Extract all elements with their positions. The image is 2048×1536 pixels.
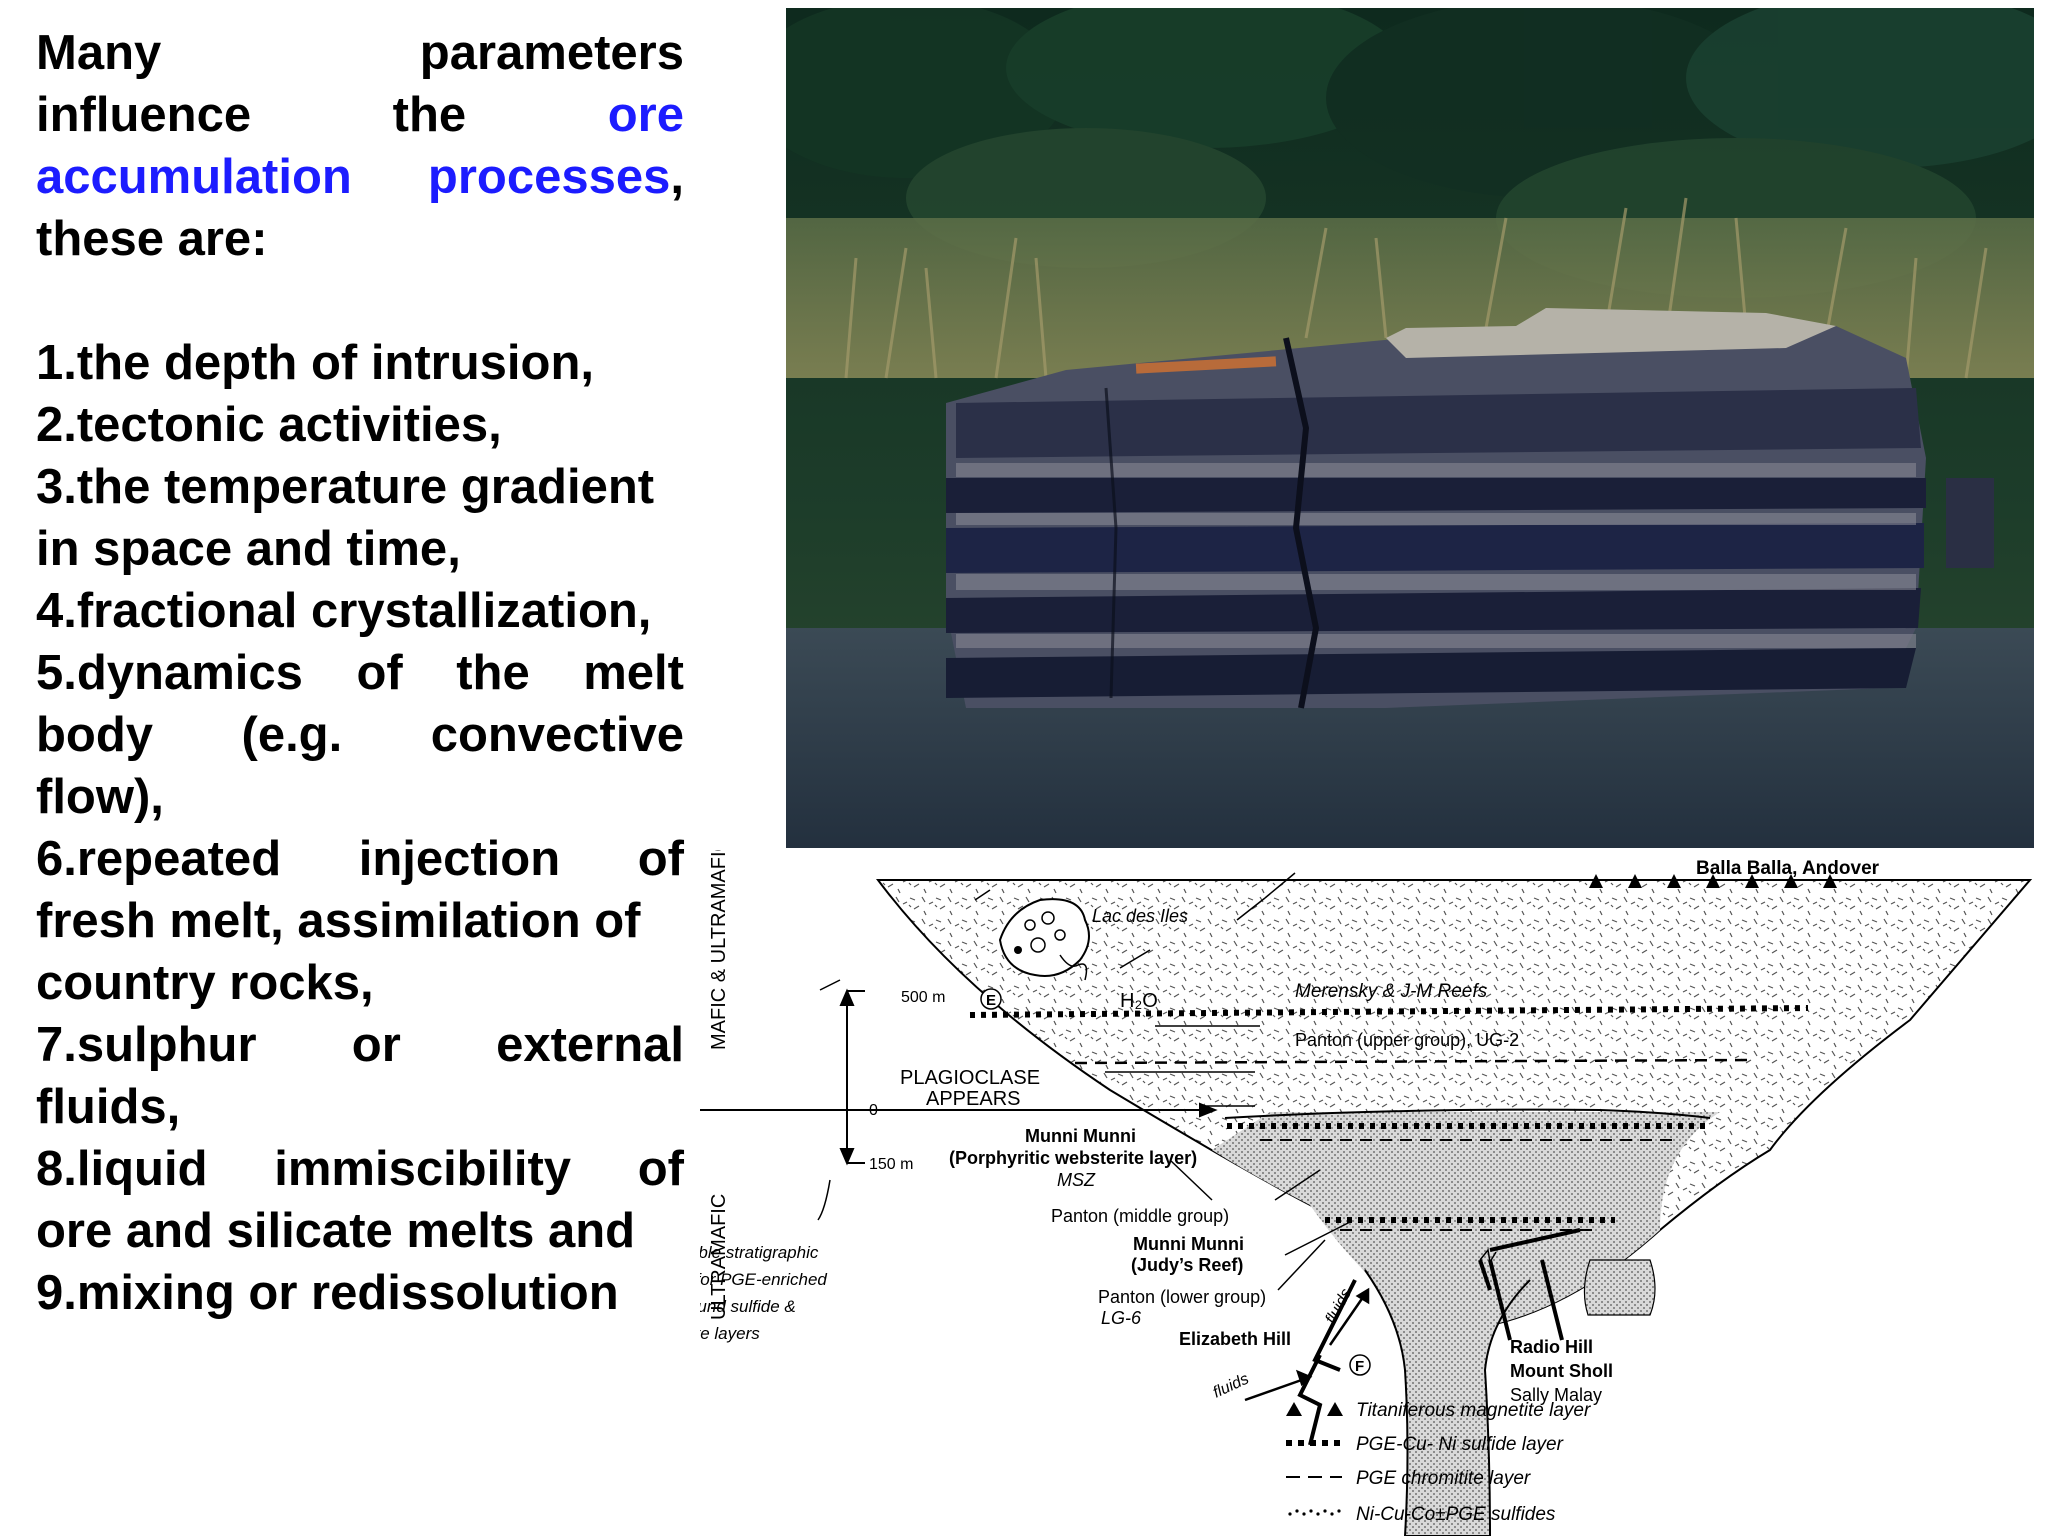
list-item: in space and time, bbox=[36, 522, 461, 576]
label-balla: Balla Balla, Andover bbox=[1696, 858, 1880, 879]
label-depth-150: 150 m bbox=[869, 1156, 913, 1173]
list-item: flow), bbox=[36, 770, 164, 824]
list-item: 6.repeated injection of bbox=[36, 828, 684, 890]
label-radio-hill: Radio Hill bbox=[1510, 1337, 1593, 1357]
highlight-word: ore bbox=[607, 88, 684, 142]
rock-bands bbox=[946, 388, 1926, 698]
list-item: 8.liquid immiscibility of bbox=[36, 1138, 684, 1200]
text-word: 7.sulphur bbox=[36, 1018, 257, 1072]
reef-lines bbox=[969, 1005, 1809, 1231]
text-word: Many bbox=[36, 26, 162, 80]
text-word: influence bbox=[36, 88, 252, 142]
layered-rock-photo bbox=[786, 8, 2034, 848]
leaders bbox=[819, 872, 1351, 1291]
fluid-arrows bbox=[1244, 1287, 1370, 1402]
label-favourable-3: stratabound sulfide & bbox=[700, 1297, 796, 1316]
label-lac-des-iles: Lac des Iles bbox=[1092, 906, 1188, 926]
label-mount-sholl: Mount Sholl bbox=[1510, 1361, 1613, 1381]
intro-line: these are: bbox=[36, 212, 268, 266]
list-item: 7.sulphur or external bbox=[36, 1014, 684, 1076]
label-sally-malay: Sally Malay bbox=[1510, 1385, 1602, 1405]
intrusion-cross-section: Balla Balla, Andover Lac des Iles H₂O Me… bbox=[700, 858, 2033, 1536]
list-item: 2.tectonic activities, bbox=[36, 398, 502, 452]
label-ultramafic: ULTRAMAFIC bbox=[708, 1194, 730, 1320]
text-word: external bbox=[496, 1018, 684, 1072]
circled-markers: E F bbox=[980, 988, 1371, 1376]
diagram-legend: Titaniferous magnetite layer PGE-Cu- Ni … bbox=[1286, 1400, 1591, 1525]
text-word: immiscibility bbox=[274, 1142, 572, 1196]
text-word: 8.liquid bbox=[36, 1142, 208, 1196]
legend-sulfide: PGE-Cu- Ni sulfide layer bbox=[1356, 1434, 1564, 1455]
highlight-word: processes bbox=[427, 150, 671, 204]
legend-chromitite: PGE chromitite layer bbox=[1356, 1468, 1531, 1489]
list-item: fluids, bbox=[36, 1080, 181, 1134]
label-favourable-2: interval for PGE-enriched bbox=[700, 1270, 827, 1289]
label-munni-2a: Munni Munni bbox=[1133, 1234, 1244, 1254]
depth-axis bbox=[700, 988, 1218, 1166]
list-item: fresh melt, assimilation of bbox=[36, 894, 641, 948]
label-lg6: LG-6 bbox=[1101, 1308, 1142, 1328]
label-depth-0: 0 bbox=[869, 1102, 878, 1119]
label-mafic-ultramafic-1: MAFIC & ULTRAMAFIC bbox=[708, 850, 730, 1050]
label-plagioclase-2: APPEARS bbox=[926, 1088, 1020, 1110]
lac-des-iles-body bbox=[998, 898, 1090, 981]
intro-line: accumulation processes, bbox=[36, 146, 684, 208]
label-panton-middle: Panton (middle group) bbox=[1051, 1206, 1229, 1226]
list-item: ore and silicate melts and bbox=[36, 1204, 636, 1258]
label-panton-lower: Panton (lower group) bbox=[1098, 1287, 1266, 1307]
list-item: 9.mixing or redissolution bbox=[36, 1266, 619, 1320]
text-word: melt bbox=[583, 646, 684, 700]
label-munni-2b: (Judy’s Reef) bbox=[1131, 1255, 1243, 1275]
list-item: 4.fractional crystallization, bbox=[36, 584, 652, 638]
marker-f: F bbox=[1355, 1358, 1364, 1375]
diagram-labels: Balla Balla, Andover Lac des Iles H₂O Me… bbox=[700, 858, 1880, 1405]
intro-line: influence the ore bbox=[36, 84, 684, 146]
text-word: (e.g. bbox=[241, 708, 343, 762]
text-word: 6.repeated bbox=[36, 832, 282, 886]
label-depth-500: 500 m bbox=[901, 989, 945, 1006]
legend-magnetite: Titaniferous magnetite layer bbox=[1356, 1400, 1591, 1421]
text-word: convective bbox=[430, 708, 684, 762]
highlight-word: accumulation bbox=[36, 150, 352, 204]
label-fluids-1: fluids bbox=[1211, 1370, 1252, 1401]
label-elizabeth-hill: Elizabeth Hill bbox=[1179, 1329, 1291, 1349]
label-panton-upper: Panton (upper group), UG-2 bbox=[1295, 1030, 1519, 1050]
text-word: the bbox=[392, 88, 467, 142]
text-word: of bbox=[637, 1142, 684, 1196]
label-h2o: H₂O bbox=[1120, 990, 1158, 1012]
label-plagioclase-1: PLAGIOCLASE bbox=[900, 1067, 1040, 1089]
text-word: or bbox=[351, 1018, 401, 1072]
label-favourable-4: chromitite layers bbox=[700, 1324, 760, 1343]
text-word: of bbox=[637, 832, 684, 886]
text-word: injection bbox=[358, 832, 561, 886]
faults bbox=[1297, 1228, 1581, 1446]
list-item: 1.the depth of intrusion, bbox=[36, 336, 595, 390]
list-item: country rocks, bbox=[36, 956, 374, 1010]
label-favourable-1: Favourable stratigraphic bbox=[700, 1243, 819, 1262]
text-word: 5.dynamics bbox=[36, 646, 303, 700]
legend-ni-cu: Ni-Cu-Co±PGE sulfides bbox=[1356, 1504, 1556, 1525]
intro-line: Many parameters bbox=[36, 22, 684, 84]
label-merensky: Merensky & J-M Reefs bbox=[1295, 981, 1488, 1002]
marker-e: E bbox=[986, 992, 996, 1009]
text-word: of bbox=[356, 646, 403, 700]
label-munni-1a: Munni Munni bbox=[1025, 1126, 1136, 1146]
text-word: body bbox=[36, 708, 154, 762]
magnetite-triangles bbox=[1589, 874, 1837, 888]
label-munni-1b: (Porphyritic websterite layer) bbox=[949, 1148, 1197, 1168]
vertical-labels: MAFIC & ULTRAMAFIC ULTRAMAFIC bbox=[708, 850, 730, 1320]
label-fluids-2: fluids bbox=[1323, 1286, 1356, 1327]
text-word: the bbox=[456, 646, 530, 700]
label-msz: MSZ bbox=[1057, 1170, 1096, 1190]
list-item: 5.dynamics of the melt bbox=[36, 642, 684, 704]
text-word: , bbox=[670, 150, 684, 204]
pale-layers bbox=[956, 463, 1916, 648]
text-panel: Many parameters influence the ore accumu… bbox=[36, 22, 684, 1324]
text-word: parameters bbox=[419, 26, 684, 80]
list-item: 3.the temperature gradient bbox=[36, 460, 655, 514]
list-item: body (e.g. convective bbox=[36, 704, 684, 766]
